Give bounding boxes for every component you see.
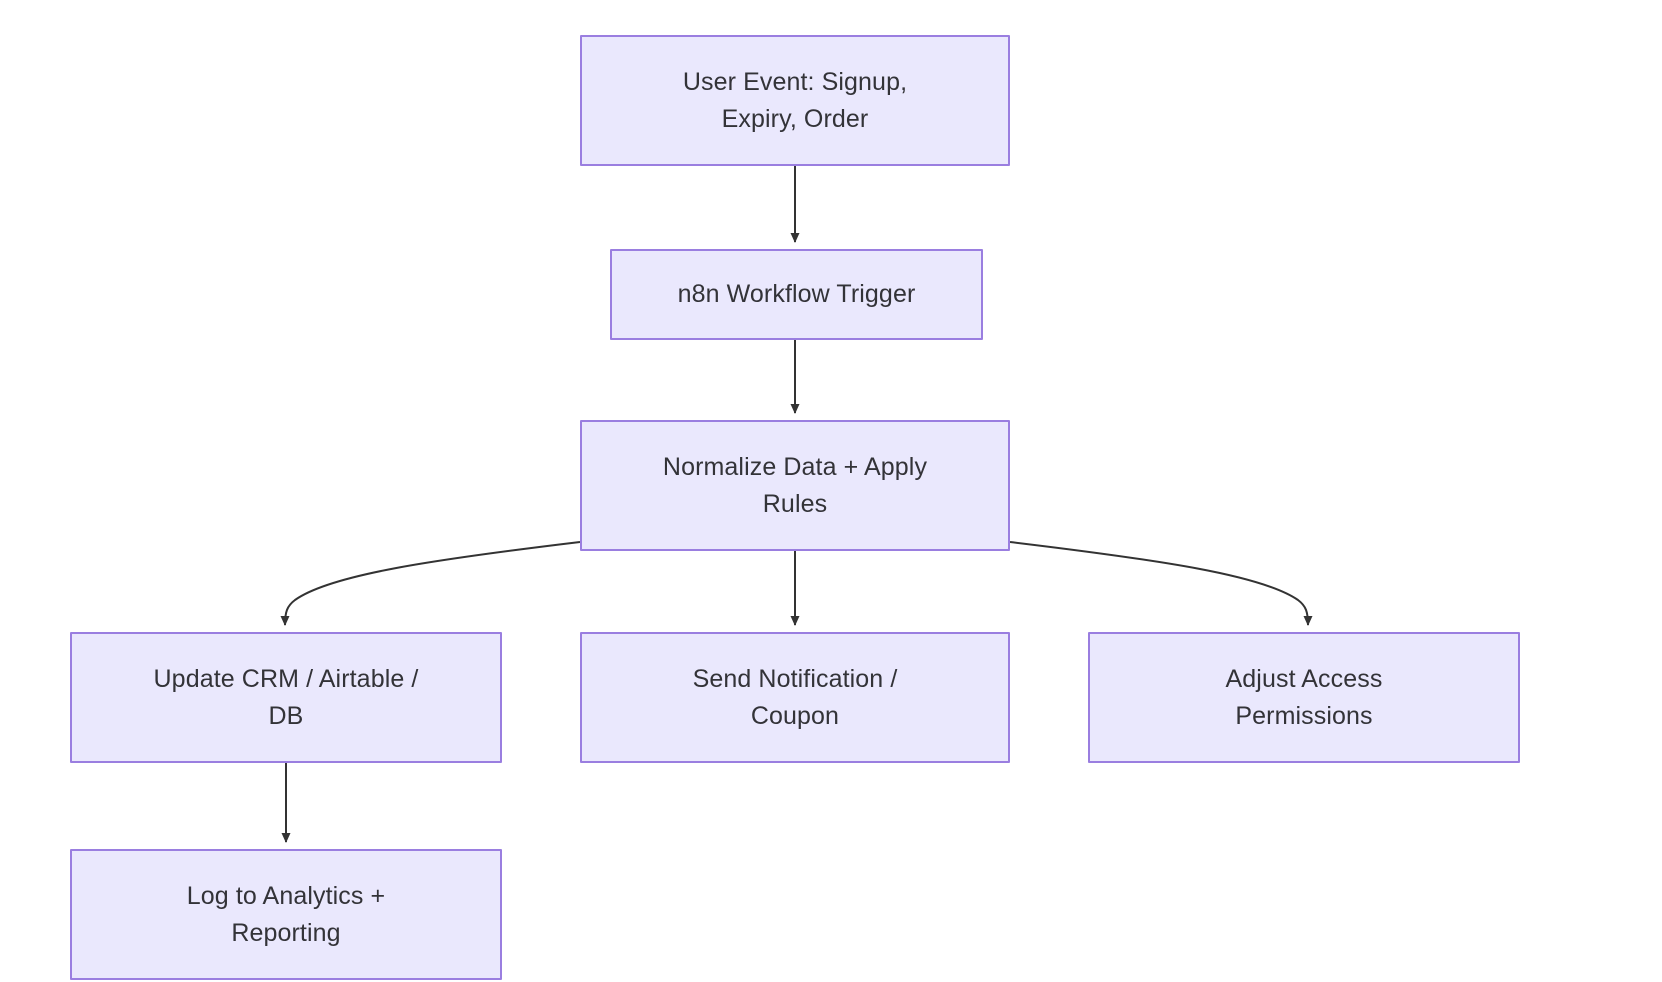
node-log-analytics[interactable]: Log to Analytics + Reporting: [70, 849, 502, 980]
node-update-crm[interactable]: Update CRM / Airtable / DB: [70, 632, 502, 763]
node-adjust-access[interactable]: Adjust Access Permissions: [1088, 632, 1520, 763]
edge-normalize-to-update-crm: [280, 541, 581, 626]
node-normalize-data-label: Normalize Data + Apply Rules: [662, 453, 928, 518]
node-send-notification[interactable]: Send Notification / Coupon: [580, 632, 1010, 763]
node-adjust-access-label: Adjust Access Permissions: [1225, 665, 1383, 730]
node-log-analytics-label: Log to Analytics + Reporting: [186, 882, 386, 947]
node-workflow-trigger[interactable]: n8n Workflow Trigger: [610, 249, 983, 340]
node-user-event[interactable]: User Event: Signup, Expiry, Order: [580, 35, 1010, 166]
node-user-event-label: User Event: Signup, Expiry, Order: [682, 68, 908, 133]
node-workflow-trigger-label: n8n Workflow Trigger: [677, 280, 916, 309]
node-send-notification-label: Send Notification / Coupon: [692, 665, 898, 730]
edge-normalize-to-adjust-access: [1009, 541, 1313, 626]
node-update-crm-label: Update CRM / Airtable / DB: [153, 665, 419, 730]
node-normalize-data[interactable]: Normalize Data + Apply Rules: [580, 420, 1010, 551]
